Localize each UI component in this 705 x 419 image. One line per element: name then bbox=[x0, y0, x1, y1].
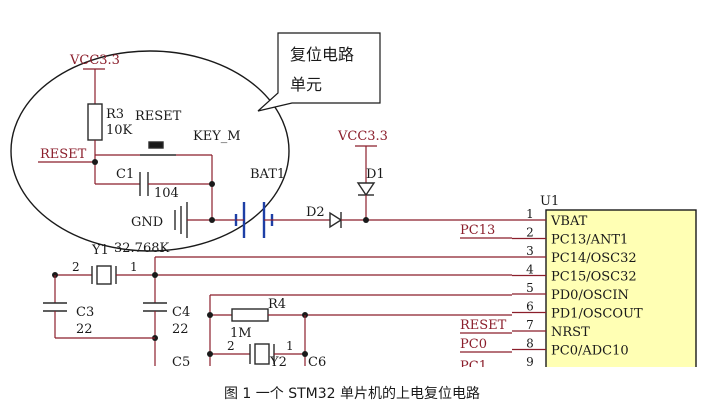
u1-pin-9-number: 9 bbox=[526, 355, 534, 369]
u1-pin-1-number: 1 bbox=[526, 207, 534, 221]
y1-frequency: 32.768K bbox=[114, 241, 169, 256]
u1-pin-2-name: PC13/ANT1 bbox=[551, 233, 628, 248]
callout-box bbox=[257, 32, 381, 112]
figure-caption: 图 1 一个 STM32 单片机的上电复位电路 bbox=[224, 385, 480, 402]
gnd-label: GND bbox=[131, 215, 163, 230]
reset-junction bbox=[92, 159, 98, 165]
u1-pin-5-number: 5 bbox=[526, 281, 534, 295]
reset-unit-ellipse bbox=[10, 50, 290, 252]
u1-pin-4-number: 4 bbox=[526, 263, 534, 277]
u1-chip-body bbox=[545, 209, 697, 371]
y2-pin1: 1 bbox=[286, 339, 294, 353]
y2-crystal bbox=[254, 343, 270, 365]
c1-value: 104 bbox=[154, 186, 179, 201]
y1-label: Y1 bbox=[91, 243, 109, 258]
c3-label: C3 bbox=[76, 305, 94, 320]
c4-value: 22 bbox=[172, 322, 189, 337]
r4-junction bbox=[207, 312, 213, 318]
bat-label: BAT1 bbox=[250, 167, 285, 182]
button-cap bbox=[148, 141, 164, 149]
y2-right-junction bbox=[302, 351, 308, 357]
reset7-net-label: RESET bbox=[460, 318, 507, 333]
c5-label: C5 bbox=[172, 355, 190, 370]
reset-button-label: RESET bbox=[135, 109, 182, 124]
vcc-right-label: VCC3.3 bbox=[337, 129, 388, 144]
c4-label: C4 bbox=[172, 305, 190, 320]
u1-pin-3-number: 3 bbox=[526, 244, 534, 258]
reset-net-label: RESET bbox=[40, 147, 87, 162]
d2-label: D2 bbox=[306, 205, 325, 220]
y2-pin2: 2 bbox=[227, 339, 235, 353]
u1-pin-8-number: 8 bbox=[526, 337, 534, 351]
key-label: KEY_M bbox=[193, 129, 241, 144]
y1-pin1: 1 bbox=[130, 260, 138, 274]
pc13-net-label: PC13 bbox=[460, 223, 495, 238]
d2-diode bbox=[329, 211, 343, 229]
r3-resistor bbox=[87, 103, 103, 141]
u1-pin-3-name: PC14/OSC32 bbox=[551, 251, 637, 266]
u1-pin-1-name: VBAT bbox=[550, 214, 588, 229]
u1-pin-8-name: PC0/ADC10 bbox=[551, 344, 629, 359]
vcc-left-label: VCC3.3 bbox=[69, 53, 120, 68]
u1-pin-6-number: 6 bbox=[526, 300, 534, 314]
callout-line2: 单元 bbox=[290, 75, 322, 94]
d1-label: D1 bbox=[366, 167, 385, 182]
r3-label: R3 bbox=[106, 107, 124, 122]
y2-left-junction bbox=[207, 351, 213, 357]
c3-value: 22 bbox=[76, 322, 93, 337]
r4-resistor bbox=[231, 308, 269, 322]
caption-band bbox=[0, 367, 705, 415]
r3-value: 10K bbox=[106, 123, 133, 138]
c1-label: C1 bbox=[116, 167, 134, 182]
u1-pin-5-name: PD0/OSCIN bbox=[551, 288, 629, 303]
u1-pin-7-name: NRST bbox=[551, 325, 590, 340]
r4-value: 1M bbox=[230, 326, 252, 341]
r4-label: R4 bbox=[268, 297, 286, 312]
y1-crystal bbox=[96, 265, 112, 285]
d1-junction bbox=[363, 217, 369, 223]
u1-pin-2-number: 2 bbox=[526, 226, 534, 240]
d1-diode bbox=[356, 182, 376, 197]
y2-label: Y2 bbox=[269, 355, 287, 370]
callout-line1: 复位电路 bbox=[290, 45, 354, 64]
gnd-junction bbox=[209, 217, 215, 223]
pc0-net-label: PC0 bbox=[460, 337, 487, 352]
u1-pin-4-name: PC15/OSC32 bbox=[551, 270, 637, 285]
c1-junction bbox=[209, 181, 215, 187]
u1-label: U1 bbox=[540, 194, 559, 209]
y1-right-junction bbox=[152, 272, 158, 278]
c6-label: C6 bbox=[308, 355, 326, 370]
u1-pin-7-number: 7 bbox=[526, 318, 534, 332]
u1-pin-6-name: PD1/OSCOUT bbox=[551, 307, 643, 322]
y1-pin2: 2 bbox=[72, 260, 80, 274]
